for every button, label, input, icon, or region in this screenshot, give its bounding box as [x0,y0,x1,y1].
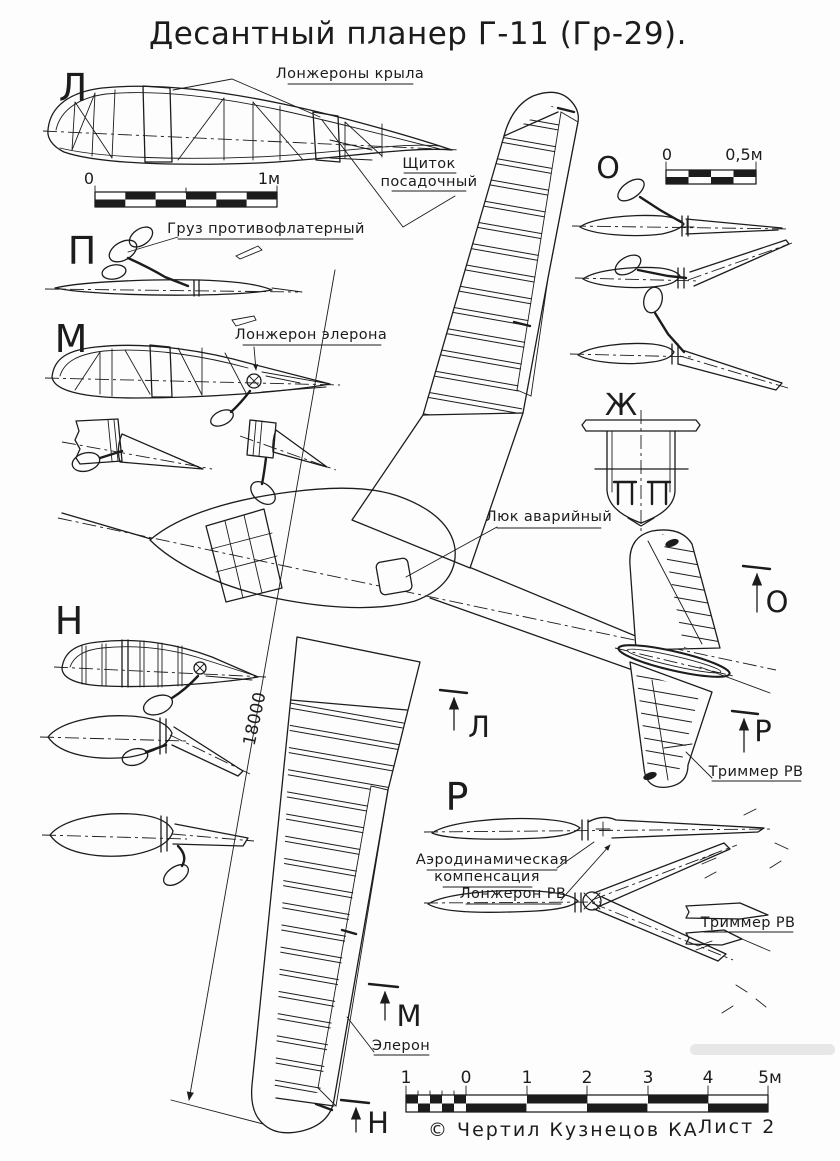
scale5-t0: 1 [401,1068,412,1088]
pointer-flag-2 [231,315,257,327]
wingspan-dimension-line [186,269,336,1101]
section-view-n: Н [39,599,267,887]
scale05-end: 0,5м [725,145,763,164]
trim-tab-detail-1 [685,902,769,920]
left-wing-aileron [317,785,389,1107]
tail-boom [429,559,651,675]
emergency-hatch-label: Люк аварийный [486,509,612,525]
left-wing-ribs [274,700,407,1102]
emergency-hatch-leader [405,526,498,578]
scale5-t2: 1 [522,1068,533,1088]
scale5-t4: 3 [643,1068,654,1088]
cut-letter-l: Л [468,710,490,744]
right-wing-ribs [423,106,561,415]
page-title: Десантный планер Г-11 (Гр-29). [149,16,687,52]
fuselage-nose-pod [149,487,456,609]
aero-compensation-label-2: компенсация [434,869,540,885]
pointer-flag [235,245,263,260]
aileron-profile-p [54,279,273,296]
tailplane [614,529,771,789]
section-view-zh: Ж [581,388,701,534]
cockpit-glazing [205,508,283,603]
sheet-number: Лист 2 [698,1116,776,1138]
view-letter-zh: Ж [605,388,637,423]
cut-letter-m: М [396,999,421,1033]
plan-view: 18000 [57,91,804,1140]
cut-marker-l: Л [438,688,490,744]
right-wing-aileron [516,111,579,397]
view-letter-m: М [55,317,88,361]
view-letter-n: Н [55,599,84,643]
scale05-zero: 0 [662,145,672,164]
trim-tab-detail-2 [685,929,743,946]
scale1-end: 1м [258,169,280,188]
scale-bar-1m: 0 1м [84,169,280,208]
wing-spar-rear [312,111,341,163]
view-letter-r: Р [446,775,469,819]
tail-trim-label: Триммер РВ [708,764,804,780]
section-view-l: Л Лонжероны крыла Щиток посадочный 0 1м [42,66,477,228]
elevator-spar-label: Лонжерон РВ [460,886,567,902]
cut-marker-o: О [741,564,789,619]
left-wing [250,636,421,1134]
section-view-o: О 0 0,5м [569,145,793,391]
cut-letter-o: О [766,585,789,619]
section-view-m: М Лонжерон элерона [44,315,387,427]
view-letter-o: О [596,151,620,186]
pitot-tube [61,512,152,540]
cut-marker-n: Н [339,1098,389,1140]
antiflutter-arm [126,256,190,288]
landing-flap-line [321,119,404,228]
scale5-t3: 2 [582,1068,593,1088]
author-credit: © Чертил Кузнецов КА [428,1119,699,1141]
antiflutter-label: Груз противофлатерный [167,221,365,237]
cut-letter-r: Р [754,714,772,748]
cut-letter-n: Н [367,1106,389,1140]
wing-spar-front [142,85,173,163]
n-ribbed-airfoil [61,639,259,688]
wing-spars-label: Лонжероны крыла [276,66,424,82]
aileron-spar-label: Лонжерон элерона [235,327,387,343]
scan-artifact [690,1044,835,1055]
landing-flap-label-1: Щиток [402,156,455,172]
right-wing [351,91,579,569]
scale5-t1: 0 [461,1068,472,1088]
cut-marker-m: М [367,982,422,1033]
landing-flap-label-2: посадочный [380,174,477,190]
scale-bar-5m: 1 0 1 2 3 4 5м [401,1068,782,1113]
aileron-hinge-details [61,418,337,505]
cut-marker-r: Р [730,709,772,753]
section-view-r: Р Аэродинамическая компенсация Лонжерон … [416,775,796,1014]
section-view-p: П Груз противофлатерный [44,221,365,297]
view-letter-l: Л [59,66,88,110]
view-letter-p: П [68,229,97,273]
emergency-hatch [375,557,413,596]
wingspan-dimension-value: 18000 [240,690,271,747]
elevator-profile [617,644,731,678]
scale1-zero: 0 [84,169,94,188]
scale-bar-05m: 0 0,5м [662,145,763,185]
aileron-label: Элерон [372,1038,430,1054]
aero-compensation-label-1: Аэродинамическая [416,852,568,868]
scale5-t6: 5м [758,1068,782,1088]
scale5-t5: 4 [703,1068,714,1088]
detail-trim-label: Триммер РВ [700,915,796,931]
